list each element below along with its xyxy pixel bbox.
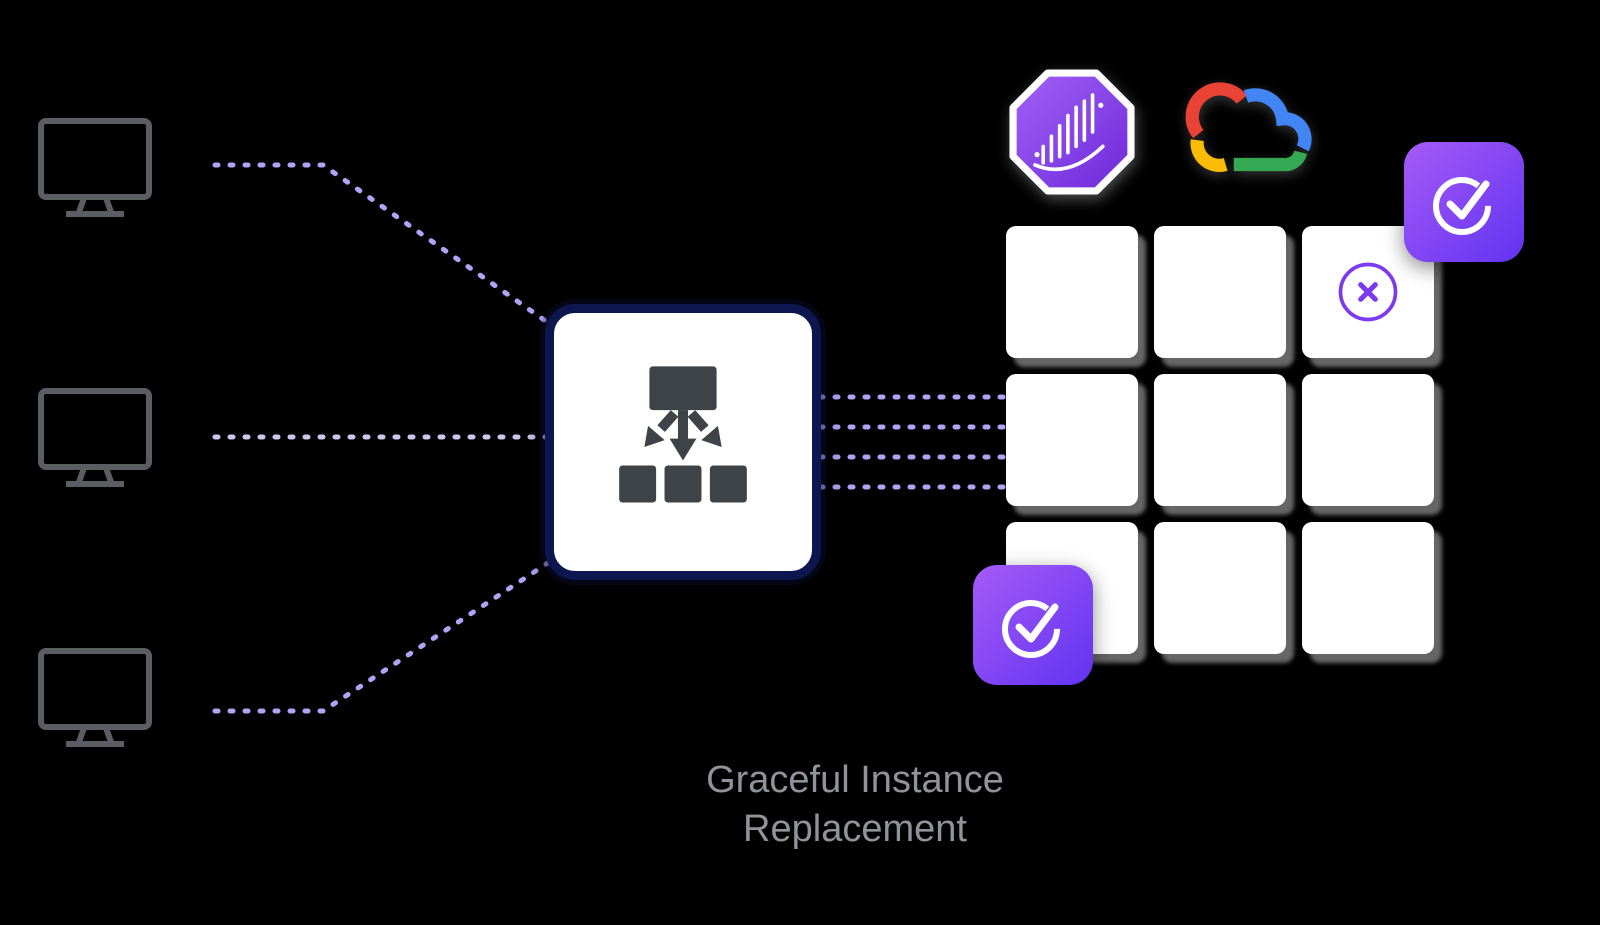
client1-to-lb-line: [212, 162, 560, 332]
client-monitor-icon: [36, 386, 154, 498]
client-monitor-icon: [36, 116, 154, 228]
google-cloud-logo: [1183, 78, 1317, 186]
check-badge-top-right: [1402, 140, 1526, 264]
check-badge-bottom-left: [971, 563, 1095, 687]
load-balancer-box: [545, 304, 821, 580]
load-balancer-icon: [619, 366, 747, 503]
terminating-x-icon: [1338, 262, 1398, 322]
instance-cell: [1154, 522, 1286, 654]
instance-cell: [1302, 374, 1434, 506]
caption-line-1: Graceful Instance: [706, 759, 1004, 801]
instance-cell: [1154, 374, 1286, 506]
diagram-caption: Graceful Instance Replacement: [595, 756, 1115, 854]
octagon-streaks-logo: [1000, 60, 1144, 204]
caption-line-2: Replacement: [743, 808, 967, 850]
instance-cell: [1154, 226, 1286, 358]
client3-to-lb-line: [212, 554, 560, 714]
instance-cell: [1006, 226, 1138, 358]
instance-cell: [1006, 374, 1138, 506]
client-monitor-icon: [36, 646, 154, 758]
instance-cell: [1302, 522, 1434, 654]
